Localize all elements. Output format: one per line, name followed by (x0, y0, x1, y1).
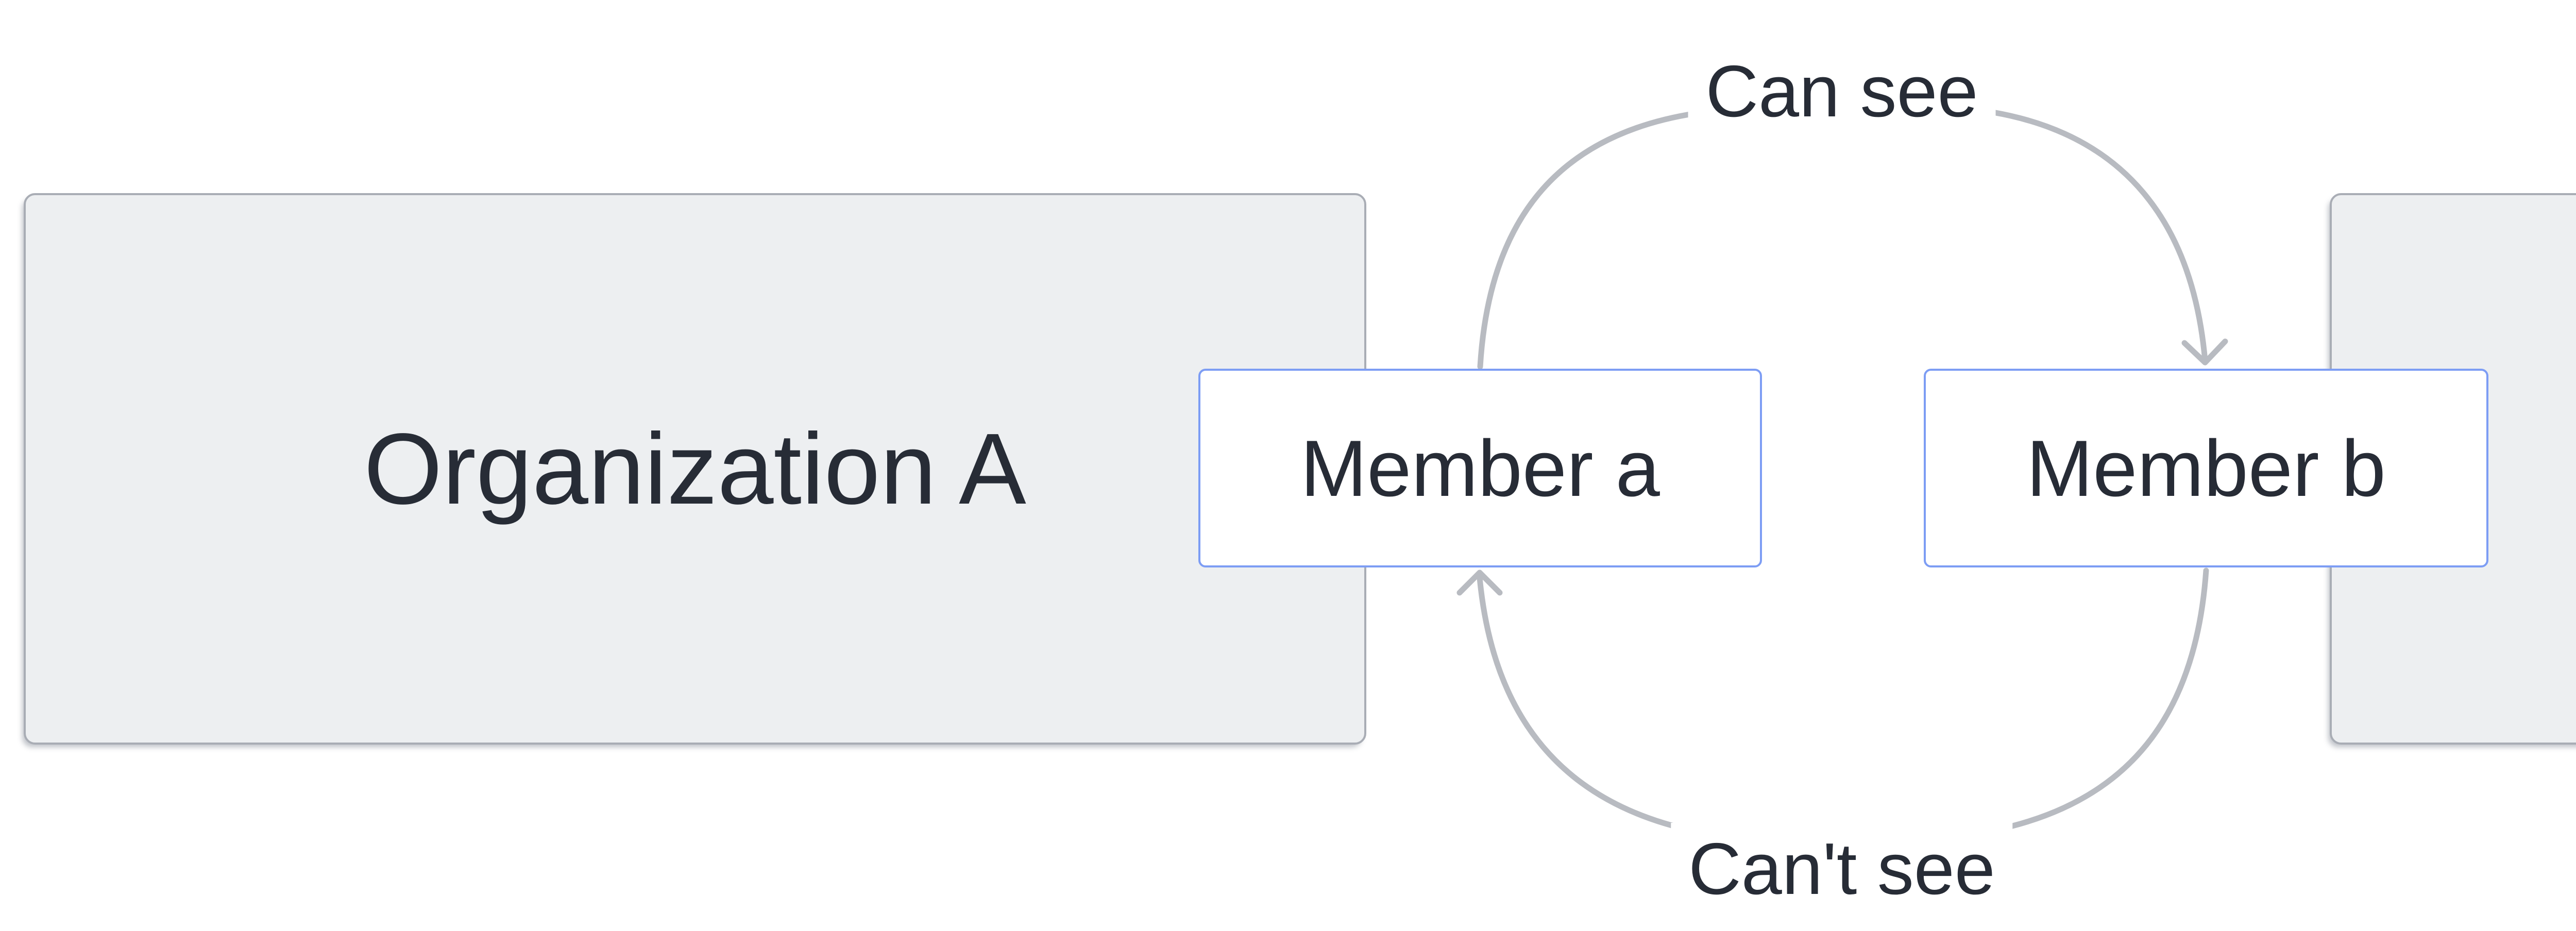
can-see-arrowhead-icon (2181, 338, 2228, 366)
member-b-label: Member b (2026, 423, 2386, 513)
cant-see-label: Can't see (1671, 823, 2013, 916)
cant-see-arc-right (1992, 567, 2209, 833)
organization-a-label: Organization A (364, 412, 1026, 525)
can-see-arc-right (1990, 109, 2208, 364)
member-b-box: Member b (1924, 369, 2488, 567)
cant-see-arrowhead-icon (1456, 570, 1503, 596)
member-a-label: Member a (1300, 423, 1660, 513)
can-see-label: Can see (1688, 45, 1996, 138)
cant-see-arc-left (1477, 575, 1698, 834)
member-a-box: Member a (1198, 369, 1762, 567)
organization-a-box: Organization A (24, 193, 1366, 745)
can-see-arc-left (1477, 110, 1699, 370)
